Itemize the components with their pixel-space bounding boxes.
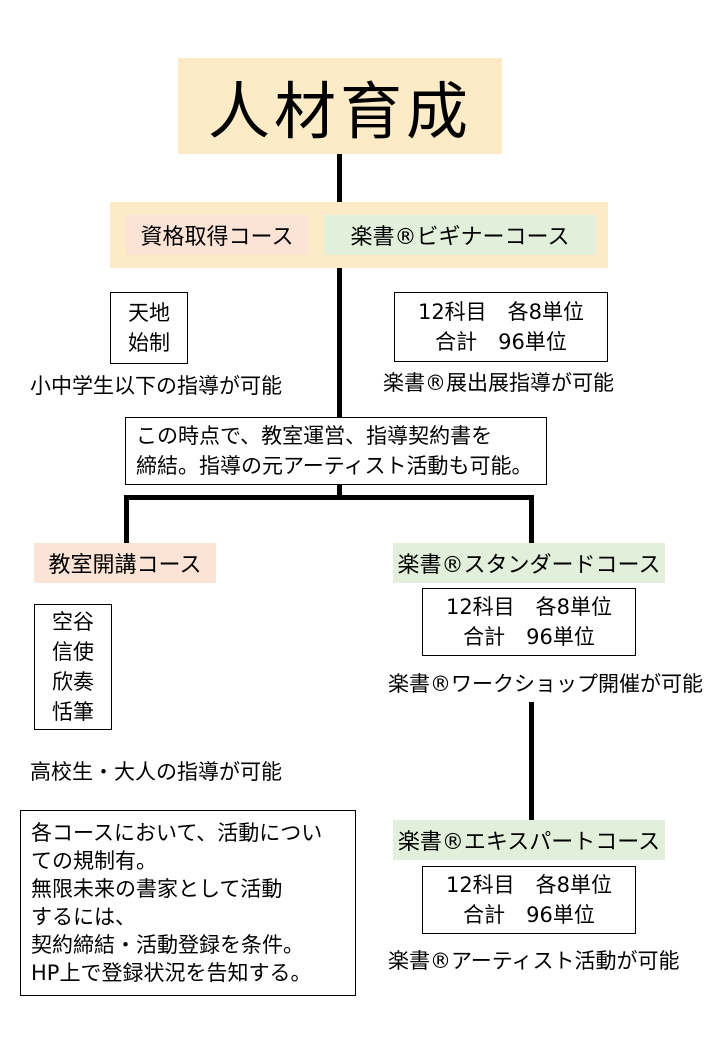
- contract-line: 締結。指導の元アーティスト活動も可能。: [136, 454, 533, 478]
- units-line: 合計 96単位: [435, 330, 567, 354]
- classroom-course-tag: 教室開講コース: [34, 543, 216, 583]
- name-line: 天地: [128, 301, 170, 325]
- units-line: 12科目 各8単位: [445, 595, 613, 619]
- certification-course-tag: 資格取得コース: [126, 215, 308, 255]
- standard-course-tag: 楽書®スタンダードコース: [393, 543, 665, 583]
- rules-line: 各コースにおいて、活動につい: [31, 821, 323, 845]
- expert-course-tag: 楽書®エキスパートコース: [393, 820, 665, 860]
- connector-beginner-to-contract: [337, 268, 342, 418]
- beginner-right-note: 楽書®展出展指導が可能: [383, 371, 614, 395]
- expert-note: 楽書®アーティスト活動が可能: [388, 949, 680, 973]
- units-line: 合計 96単位: [463, 903, 595, 927]
- beginner-units-box: 12科目 各8単位 合計 96単位: [394, 292, 608, 362]
- connector-branch-horizontal: [124, 495, 534, 500]
- units-line: 合計 96単位: [463, 625, 595, 649]
- connector-branch-right: [529, 495, 534, 543]
- connector-title-to-beginner: [337, 152, 342, 204]
- contract-line: この時点で、教室運営、指導契約書を: [136, 424, 493, 448]
- connector-contract-down: [337, 484, 342, 498]
- name-line: 欣奏: [52, 670, 94, 694]
- name-line: 恬筆: [52, 700, 94, 724]
- rules-line: 無限未来の書家として活動: [31, 877, 283, 901]
- standard-units-box: 12科目 各8単位 合計 96単位: [422, 588, 636, 656]
- rules-line: ての規制有。: [31, 849, 157, 873]
- standard-note: 楽書®ワークショップ開催が可能: [388, 672, 703, 696]
- expert-units-box: 12科目 各8単位 合計 96単位: [422, 866, 636, 934]
- units-line: 12科目 各8単位: [445, 873, 613, 897]
- connector-standard-to-expert: [529, 702, 534, 822]
- rules-line: するには、: [31, 905, 136, 929]
- name-line: 信使: [52, 640, 94, 664]
- units-line: 12科目 各8単位: [417, 300, 585, 324]
- rules-line: HP上で登録状況を告知する。: [31, 961, 312, 985]
- page-title: 人材育成: [178, 58, 502, 154]
- rules-line: 契約締結・活動登録を条件。: [31, 933, 304, 957]
- rules-box: 各コースにおいて、活動につい ての規制有。 無限未来の書家として活動 するには、…: [20, 810, 356, 996]
- beginner-name-box: 天地 始制: [110, 292, 188, 364]
- beginner-left-note: 小中学生以下の指導が可能: [30, 374, 282, 398]
- classroom-note: 高校生・大人の指導が可能: [30, 760, 282, 784]
- connector-branch-left: [124, 495, 129, 543]
- beginner-course-tag: 楽書®ビギナーコース: [324, 215, 596, 255]
- name-line: 空谷: [52, 610, 94, 634]
- classroom-name-box: 空谷 信使 欣奏 恬筆: [34, 604, 112, 730]
- contract-box: この時点で、教室運営、指導契約書を 締結。指導の元アーティスト活動も可能。: [125, 417, 547, 485]
- name-line: 始制: [128, 331, 170, 355]
